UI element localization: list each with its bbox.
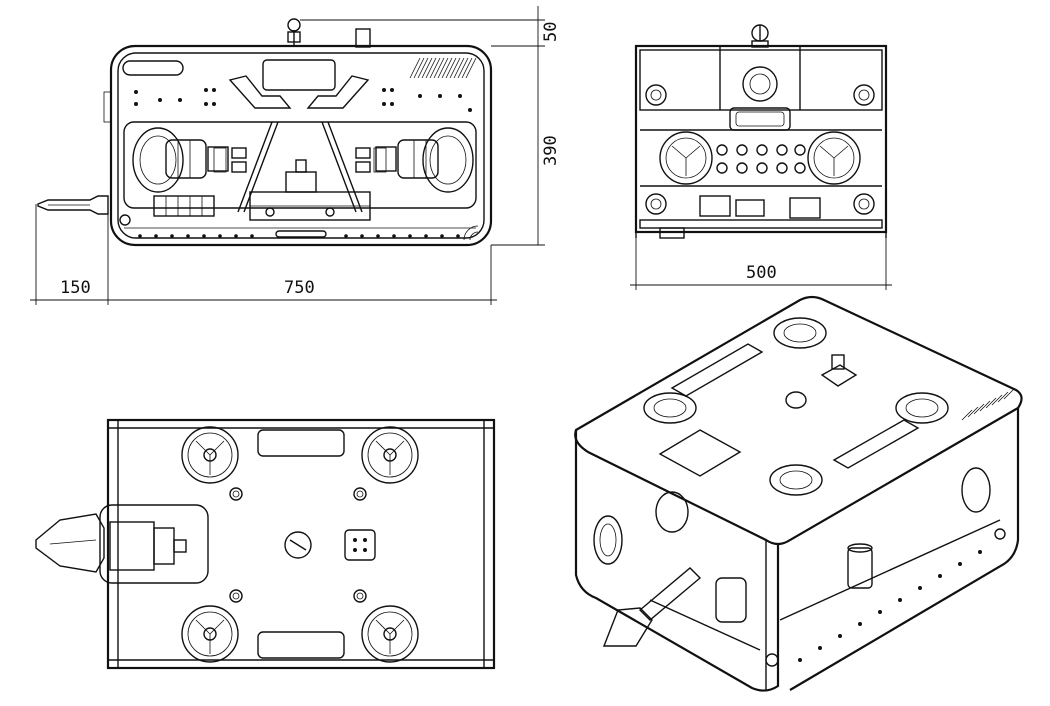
front-elevation-view: [634, 24, 888, 239]
top-thruster-3: [181, 605, 239, 663]
iso-frame-holes: [765, 528, 1006, 667]
top-lifting-eye: [284, 531, 312, 559]
dim-tether-length: 150: [60, 278, 91, 298]
handle-slot: [122, 60, 184, 76]
camera-dome: [742, 66, 778, 102]
front-connectors: [716, 144, 806, 174]
thruster-left: [132, 127, 229, 193]
top-gripper: [35, 504, 209, 584]
front-frame: [634, 44, 888, 234]
iso-vents: [961, 388, 1015, 421]
vent-louvers: [409, 57, 477, 79]
dim-height: 390: [541, 135, 561, 166]
front-dimensions: 500: [630, 238, 892, 290]
top-connector-plate: [344, 529, 376, 561]
top-thruster-4: [361, 605, 419, 663]
front-thruster-right: [807, 131, 861, 185]
top-plan-view: [35, 418, 496, 670]
center-slot: [262, 59, 336, 91]
iso-thrusters: [643, 317, 949, 496]
connector-blocks: [213, 147, 387, 173]
lifting-eye: [287, 18, 490, 48]
electronics-housing: [249, 159, 371, 221]
top-thruster-2: [361, 426, 419, 484]
front-thruster-left: [659, 131, 713, 185]
isometric-view: [574, 295, 1023, 692]
iso-gripper: [602, 567, 702, 647]
iso-top-surface: [574, 295, 1023, 546]
dim-width: 500: [746, 263, 777, 283]
top-thruster-1: [181, 426, 239, 484]
top-frame: [106, 418, 496, 670]
inner-cutout: [123, 121, 477, 209]
side-frame: [109, 44, 493, 247]
frame-holes: [134, 88, 472, 112]
tether-arm: [37, 195, 215, 226]
dim-length: 750: [284, 278, 315, 298]
rail-holes: [124, 225, 479, 241]
dim-top-offset: 50: [541, 22, 561, 42]
side-elevation-view: [37, 18, 493, 247]
thruster-right: [375, 127, 474, 193]
side-dimensions: 50 390 150 750: [30, 6, 561, 305]
